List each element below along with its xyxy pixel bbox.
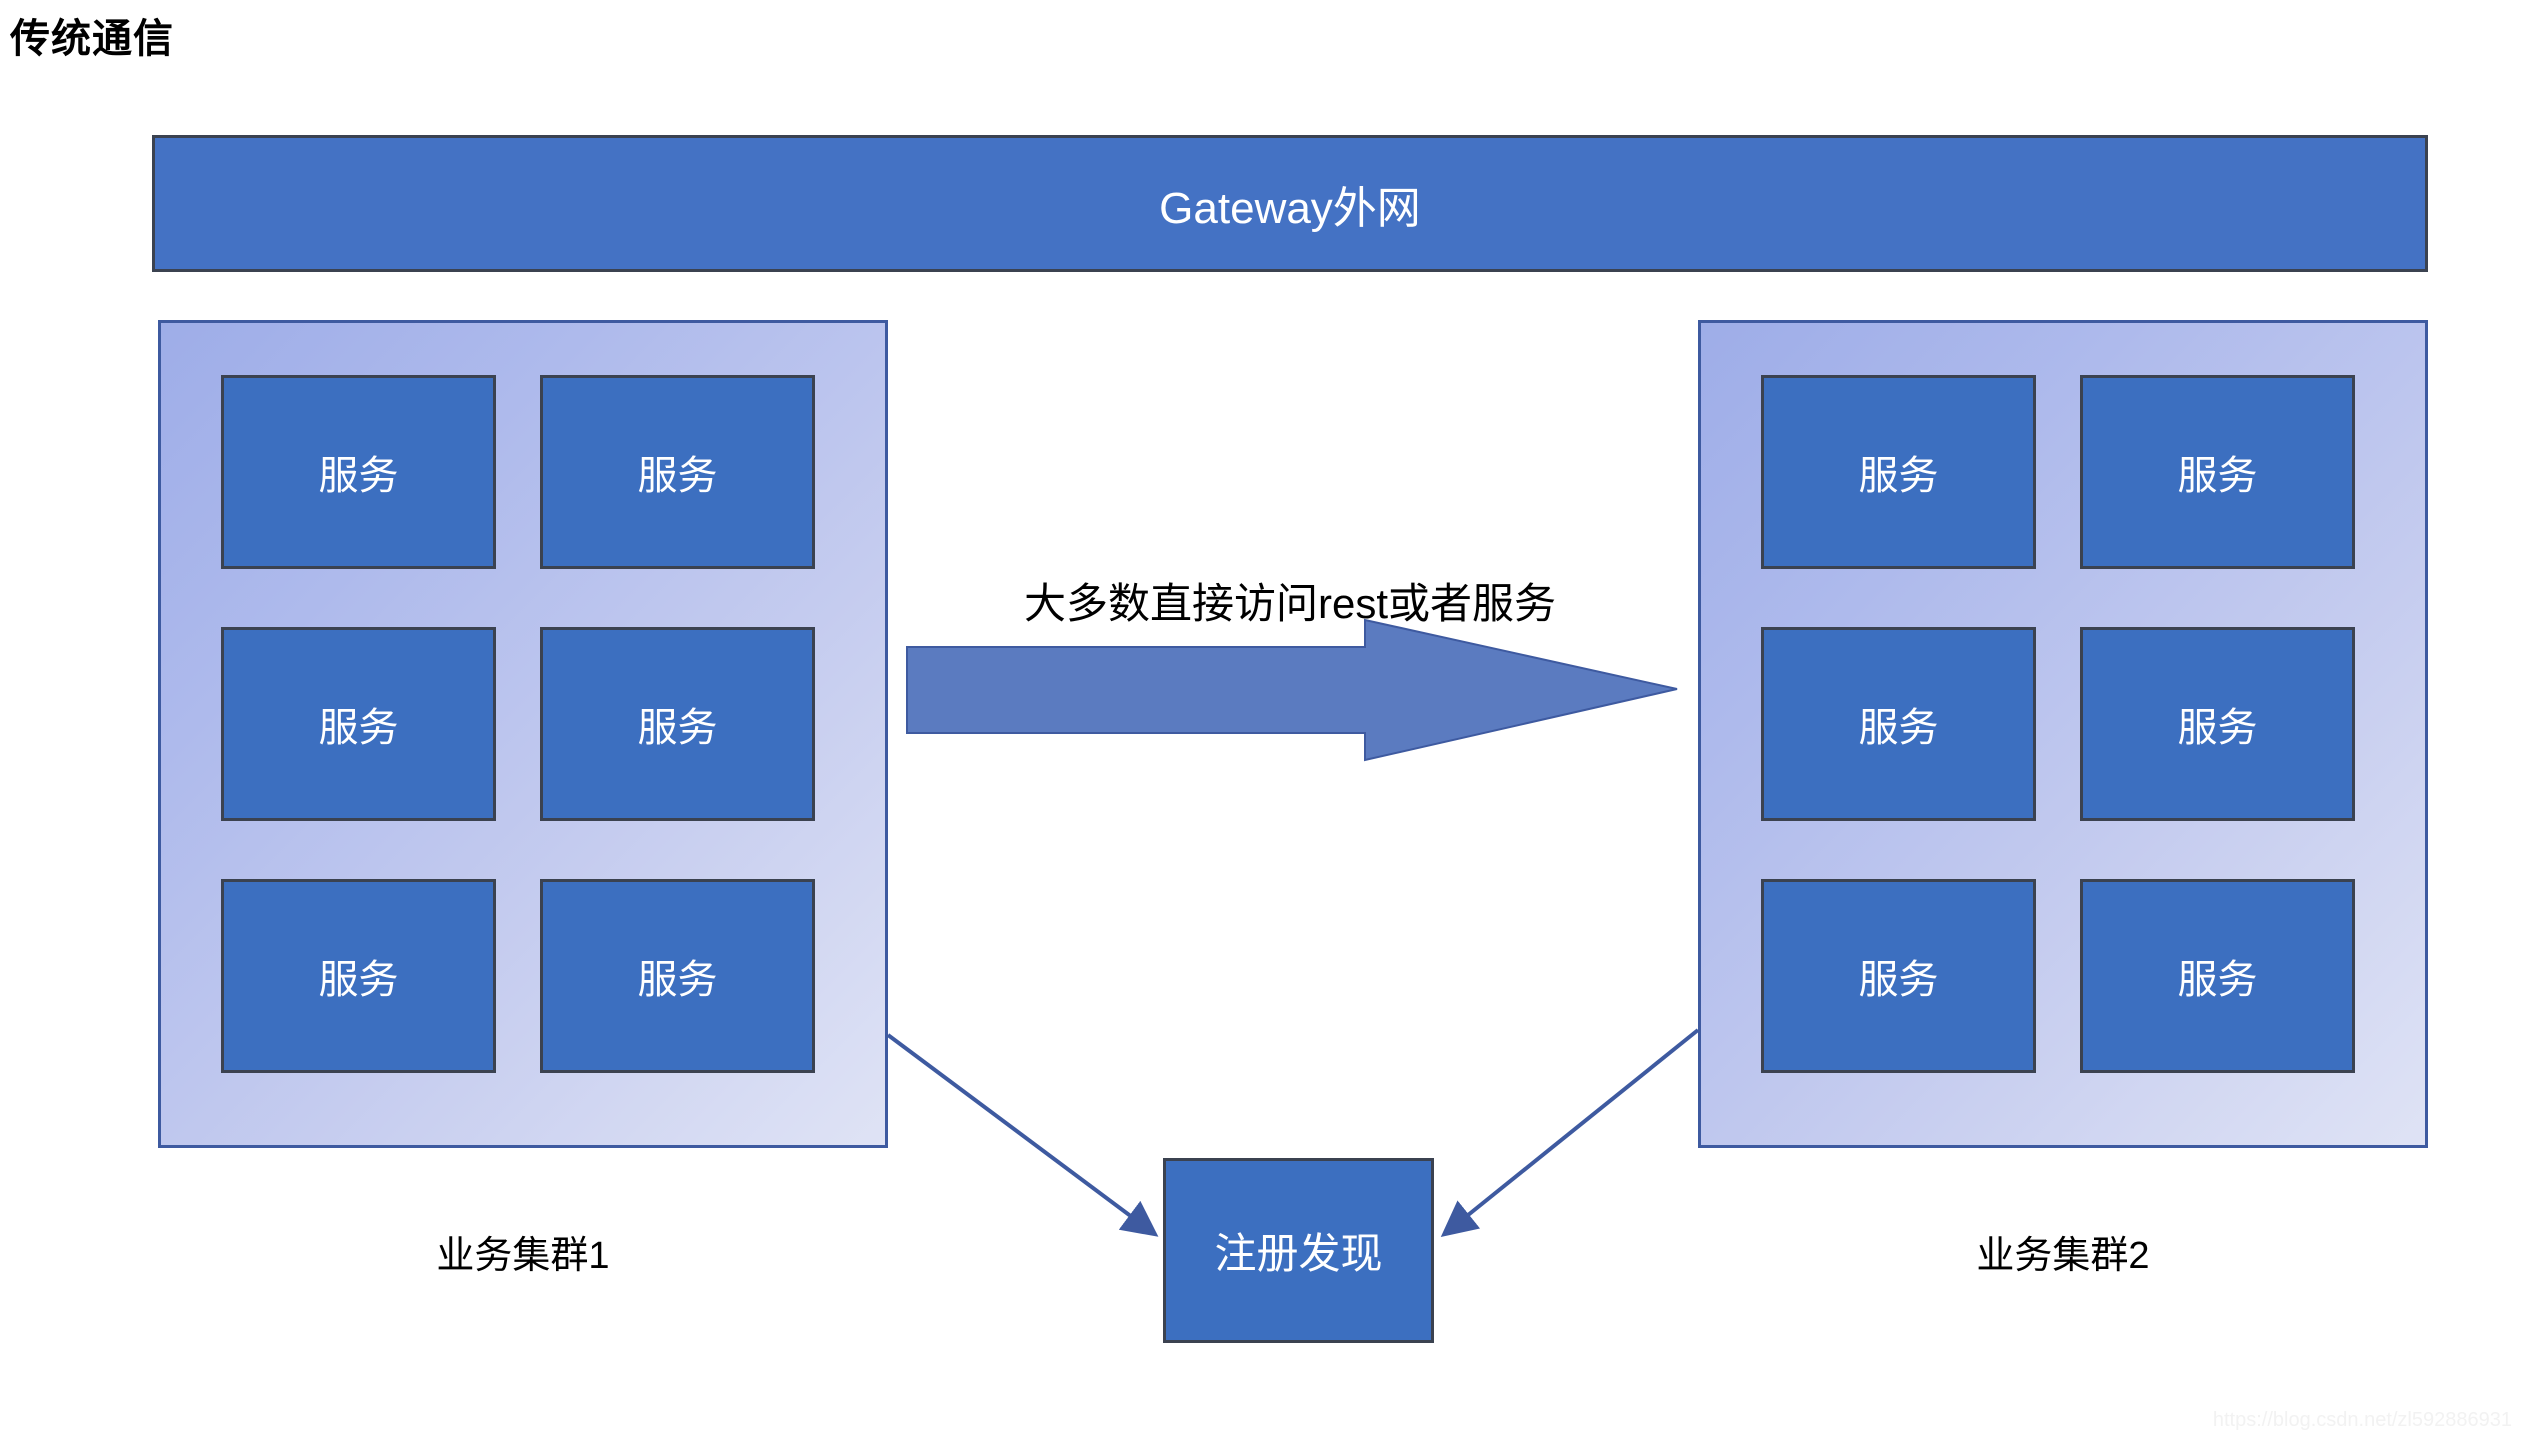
service-label: 服务 [1858, 958, 1939, 1002]
service-node[interactable]: 服务 [1761, 879, 2036, 1073]
service-node[interactable]: 服务 [1761, 375, 2036, 569]
registry-node[interactable]: 注册发现 [1163, 1158, 1434, 1343]
gateway-node[interactable]: Gateway外网 [152, 135, 2428, 272]
cluster-right-caption: 业务集群2 [1976, 1235, 2150, 1277]
service-label: 服务 [637, 958, 718, 1002]
cluster-left-caption: 业务集群1 [436, 1235, 610, 1277]
service-label: 服务 [2177, 454, 2258, 498]
gateway-label: Gateway外网 [1159, 183, 1421, 233]
service-label: 服务 [318, 454, 399, 498]
flow-arrow-caption: 大多数直接访问rest或者服务 [1023, 580, 1556, 627]
service-node[interactable]: 服务 [540, 375, 815, 569]
flow-arrow-icon [906, 618, 1678, 762]
service-label: 服务 [637, 706, 718, 750]
service-node[interactable]: 服务 [540, 879, 815, 1073]
connector-left-to-registry [886, 1033, 1159, 1237]
registry-label: 注册发现 [1214, 1230, 1383, 1277]
service-label: 服务 [2177, 958, 2258, 1002]
service-node[interactable]: 服务 [2080, 375, 2355, 569]
service-label: 服务 [2177, 706, 2258, 750]
cluster-left[interactable]: 服务 服务 服务 服务 服务 服务 [158, 320, 888, 1148]
service-node[interactable]: 服务 [540, 627, 815, 821]
cluster-right[interactable]: 服务 服务 服务 服务 服务 服务 [1698, 320, 2428, 1148]
service-label: 服务 [318, 706, 399, 750]
service-label: 服务 [1858, 454, 1939, 498]
watermark: https://blog.csdn.net/zl592886931 [2212, 1409, 2512, 1431]
service-label: 服务 [318, 958, 399, 1002]
service-label: 服务 [637, 454, 718, 498]
service-label: 服务 [1858, 706, 1939, 750]
service-node[interactable]: 服务 [2080, 627, 2355, 821]
service-node[interactable]: 服务 [221, 375, 496, 569]
service-node[interactable]: 服务 [221, 879, 496, 1073]
service-node[interactable]: 服务 [2080, 879, 2355, 1073]
service-node[interactable]: 服务 [221, 627, 496, 821]
page-title: 传统通信 [10, 17, 174, 61]
connector-right-to-registry [1440, 1028, 1700, 1238]
service-node[interactable]: 服务 [1761, 627, 2036, 821]
